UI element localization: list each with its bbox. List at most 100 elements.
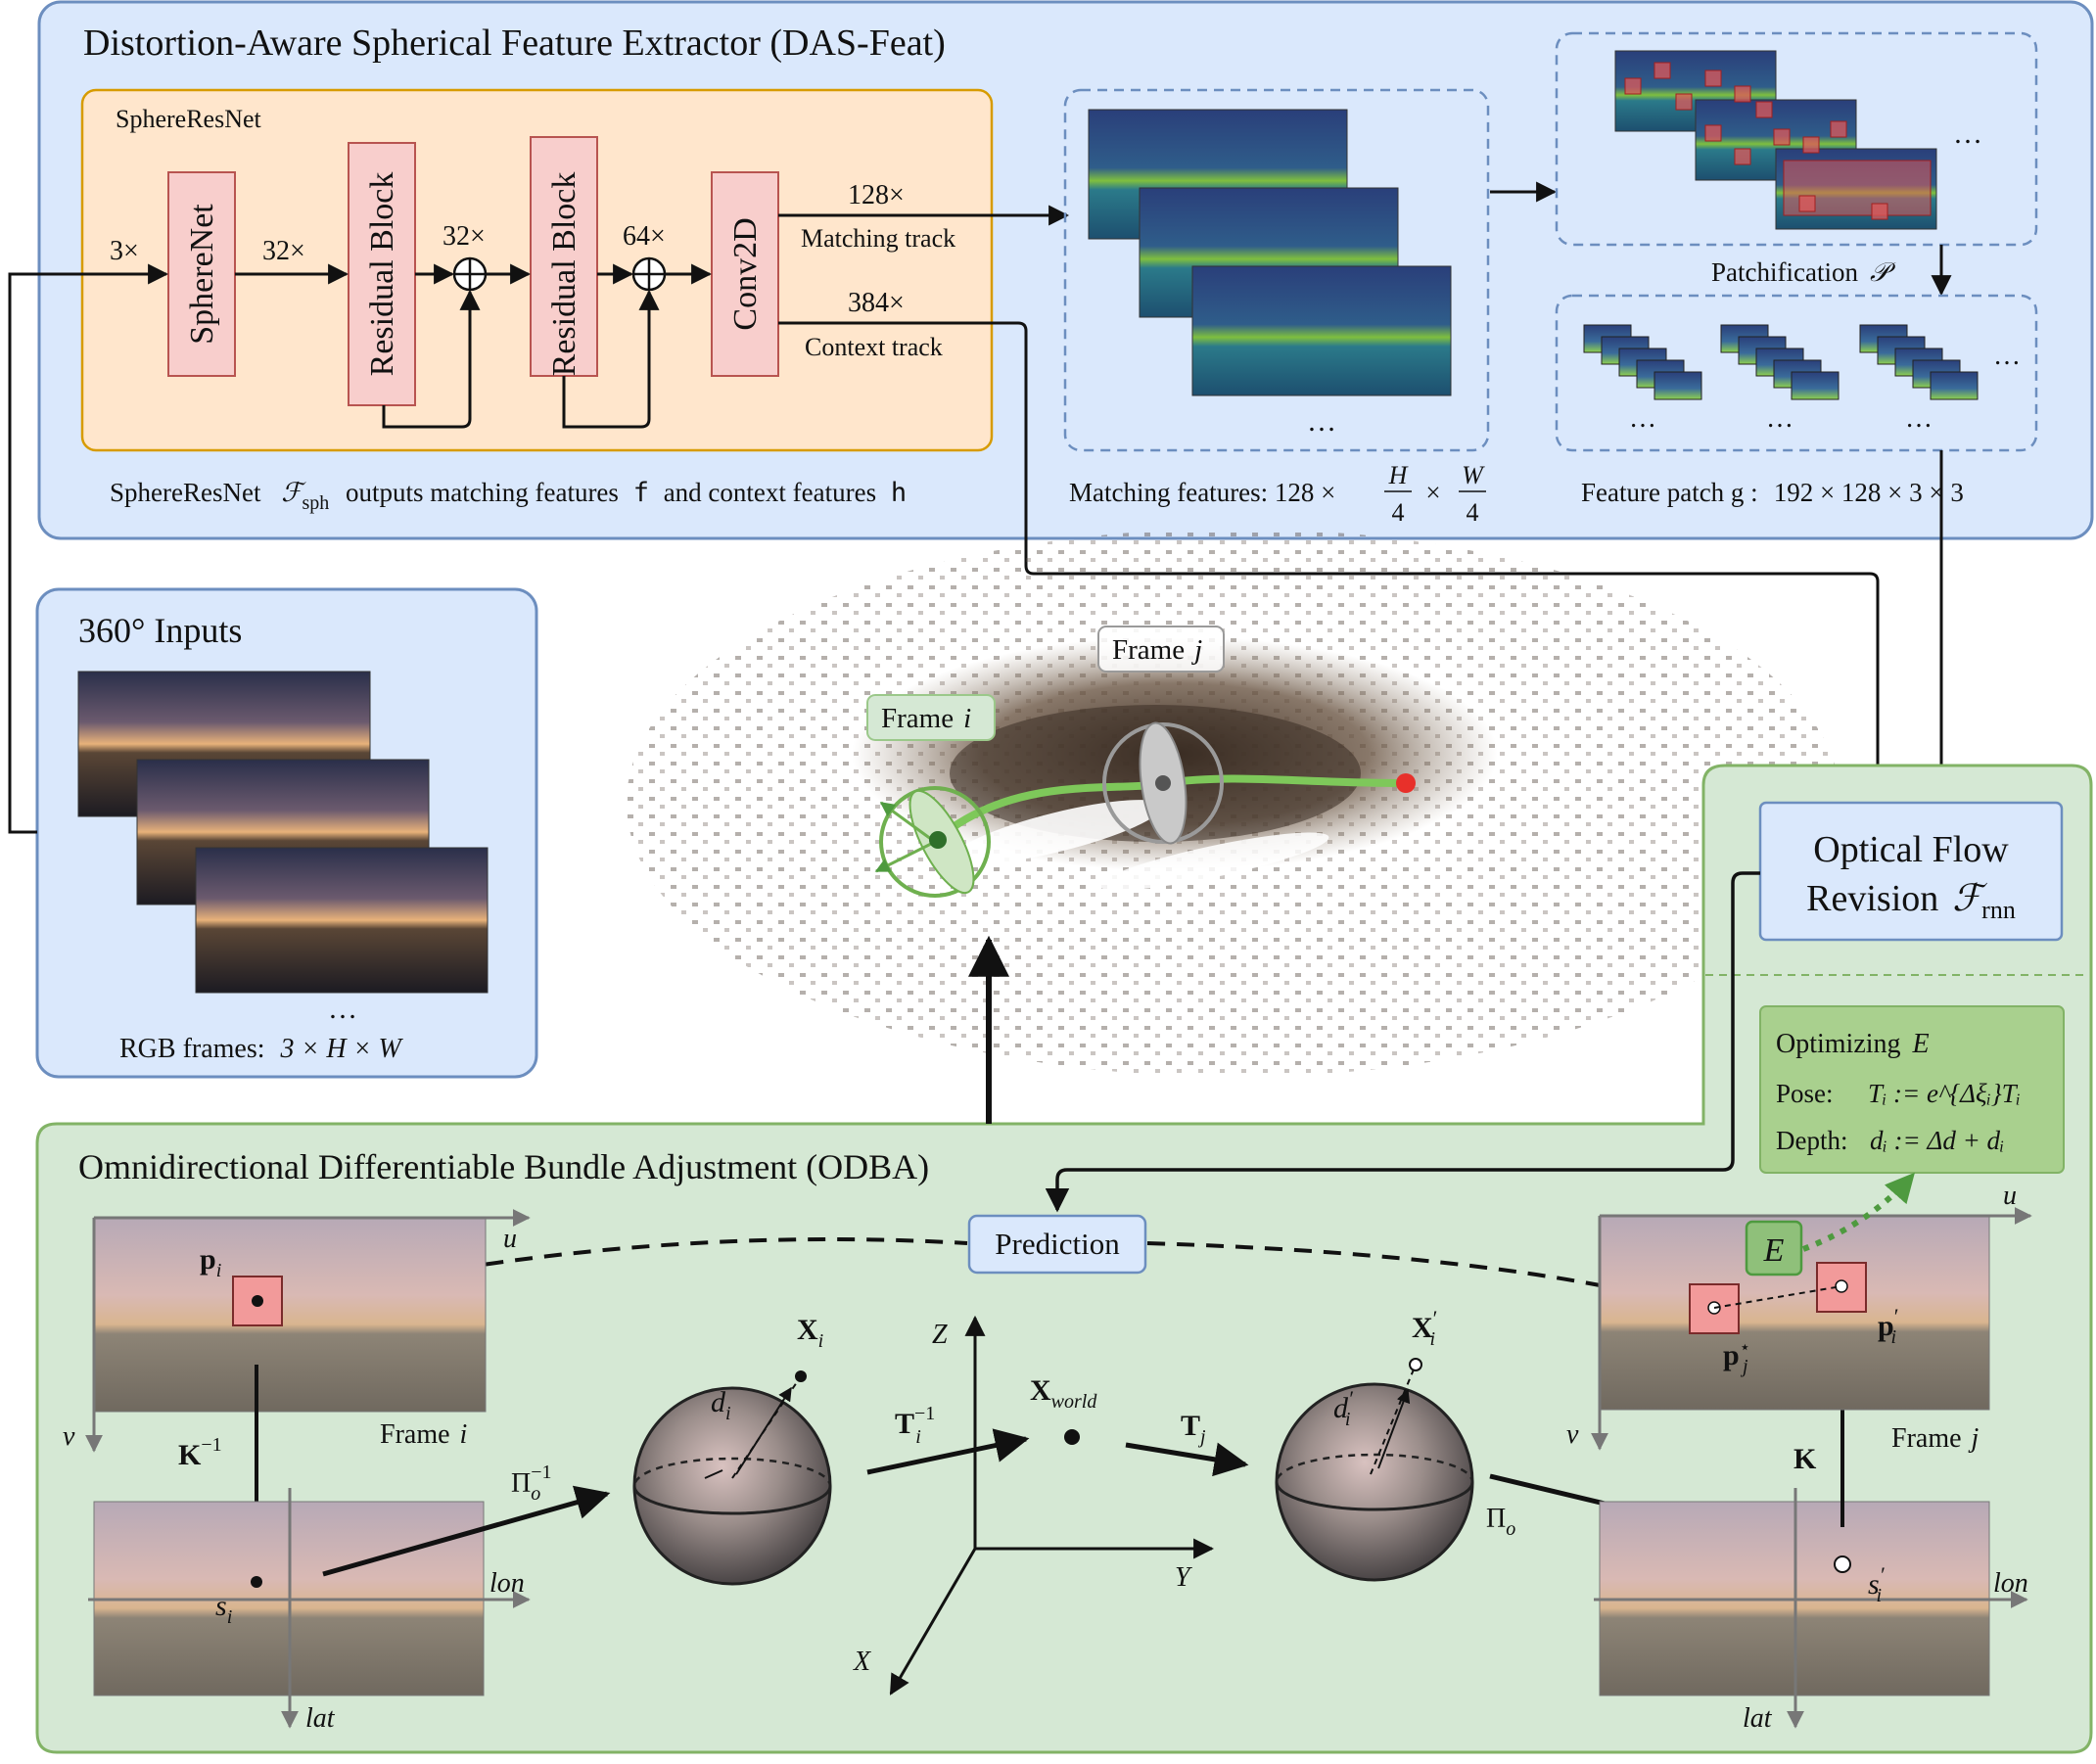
channel-384: 384×	[848, 288, 905, 318]
pose-label: Pose:	[1776, 1079, 1834, 1108]
das-feat-title: Distortion-Aware Spherical Feature Extra…	[83, 23, 946, 64]
residual-block-1-label: Residual Block	[364, 172, 400, 377]
frame-j-u-axis: u	[2003, 1181, 2017, 1211]
flow-to-prediction-arrow	[1045, 871, 1760, 1213]
lon-axis-right: lon	[1993, 1568, 2028, 1599]
patchification-ellipsis: …	[1953, 117, 1982, 150]
p-j-star-label: p⋆j	[1723, 1337, 1750, 1377]
pi-o-label: Πo	[1486, 1504, 1515, 1540]
sphere-coords-image-right: lon lat s′i	[1594, 1488, 2028, 1734]
feature-patches-box: … … … …	[1555, 294, 2038, 452]
pi-o-inverse-label: Πo−1	[511, 1462, 552, 1505]
das-feat-panel: Distortion-Aware Spherical Feature Extra…	[20, 0, 2094, 804]
spherenet-label: SphereNet	[184, 204, 220, 345]
frame-j-v-axis: v	[1566, 1419, 1579, 1450]
residual-block-2: Residual Block	[530, 136, 598, 377]
inputs-ellipsis: …	[328, 993, 357, 1025]
matching-features-label: Matching features: 128 ×	[1069, 478, 1335, 507]
s-i-label: si	[215, 1590, 232, 1628]
prediction-box: Prediction	[967, 1214, 1147, 1275]
energy-e-label: E	[1763, 1232, 1785, 1269]
x-i-label: Xi	[797, 1314, 823, 1352]
patch-stack-1	[1583, 324, 1702, 400]
patchification-box: …	[1555, 31, 2038, 247]
energy-to-optimizing-arrow	[1801, 1172, 1916, 1252]
axis-x-label: X	[853, 1647, 871, 1677]
t-j-arrow	[1125, 1442, 1249, 1477]
inputs-title: 360° Inputs	[78, 611, 242, 650]
channel-3-in: 3×	[110, 236, 139, 266]
prediction-label: Prediction	[995, 1227, 1120, 1261]
resnet-caption: SphereResNet ℱsph outputs matching featu…	[110, 478, 907, 515]
p-i-label: pi	[200, 1243, 221, 1281]
camera-j-icon	[1102, 721, 1224, 845]
matching-features-box: …	[1063, 88, 1490, 452]
patch-markers	[1624, 62, 1932, 220]
frame-i-v-axis: v	[63, 1421, 75, 1452]
context-track-label: Context track	[805, 333, 943, 361]
pi-o-inverse-arrow	[322, 1485, 611, 1577]
matching-features-caption: Matching features: 128 × H 4 × W 4	[1069, 461, 1486, 527]
p-i-prime-label: p′i	[1878, 1304, 1899, 1348]
channel-32b: 32×	[442, 221, 486, 252]
x-world-label: Xworld	[1030, 1374, 1097, 1413]
patch-ellipsis-1: …	[1629, 403, 1656, 434]
frac-h-denominator: 4	[1392, 498, 1405, 527]
frac-w-numerator: W	[1462, 461, 1485, 489]
world-axes: Z Y X Xworld	[853, 1315, 1215, 1695]
conv2d-label: Conv2D	[727, 217, 764, 330]
energy-e-badge: E	[1745, 1220, 1803, 1277]
k-label: K	[1793, 1443, 1817, 1475]
s-i-prime-label: s′i	[1868, 1562, 1886, 1606]
lat-axis-left: lat	[305, 1703, 336, 1734]
frac-w-denominator: 4	[1467, 498, 1479, 527]
frame-i-u-axis: u	[503, 1224, 517, 1254]
lon-axis-left: lon	[489, 1568, 525, 1599]
patch-ellipsis-3: …	[1905, 403, 1933, 434]
frac-h-numerator: H	[1388, 461, 1409, 489]
patch-stack-2	[1720, 324, 1840, 400]
sphere-resnet-label: SphereResNet	[116, 105, 262, 133]
residual-block-1: Residual Block	[348, 142, 416, 406]
trajectory-end-point	[1396, 773, 1416, 793]
axis-z-label: Z	[932, 1320, 948, 1350]
t-i-inverse-arrow	[866, 1428, 1030, 1475]
camera-i-icon	[874, 786, 991, 898]
inputs-caption: RGB frames:3 × H × W	[119, 1034, 404, 1064]
patch-ellipsis-4: …	[1993, 341, 2021, 371]
odba-title: Omnidirectional Differentiable Bundle Ad…	[78, 1147, 929, 1186]
axis-y-label: Y	[1175, 1562, 1193, 1593]
sphere-coords-image-left: lon lat si	[88, 1488, 531, 1734]
x-i-prime-label: X′i	[1412, 1306, 1437, 1350]
sphere-right: d′i X′i	[1275, 1306, 1474, 1582]
rgb-frame-stack	[77, 671, 489, 994]
feature-patch-caption: Feature patch g :192 × 128 × 3 × 3	[1581, 478, 1964, 507]
conv2d-block: Conv2D	[711, 171, 779, 377]
optical-flow-title-1: Optical Flow	[1813, 829, 2009, 870]
pose-equation: Tᵢ := e^{Δξᵢ}Tᵢ	[1868, 1079, 2021, 1108]
matching-track-label: Matching track	[801, 224, 955, 253]
spherenet-block: SphereNet	[167, 171, 236, 377]
d-i-label: di	[711, 1386, 731, 1424]
lat-axis-right: lat	[1743, 1703, 1773, 1734]
channel-128: 128×	[848, 180, 905, 210]
feature-map-stack	[1088, 109, 1452, 396]
matching-features-ellipsis: …	[1307, 405, 1336, 438]
residual-block-2-label: Residual Block	[546, 172, 582, 377]
patch-ellipsis-2: …	[1766, 403, 1793, 434]
channel-64: 64×	[623, 221, 666, 252]
inputs-to-resnet-arrow	[8, 272, 37, 834]
